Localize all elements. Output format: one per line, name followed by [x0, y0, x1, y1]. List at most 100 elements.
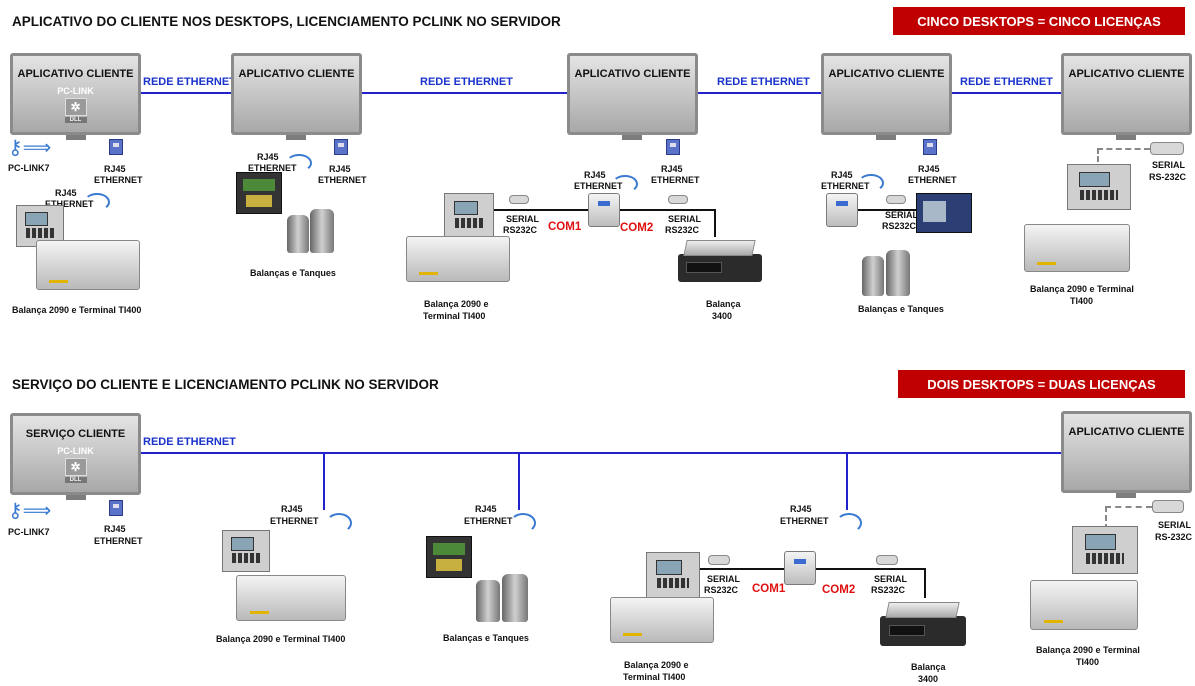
key-icon: ⚷⟹	[8, 137, 52, 159]
rj45-label: RJ45	[918, 164, 940, 174]
rs232c-label: RS232C	[503, 225, 538, 235]
network-label: REDE ETHERNET	[143, 76, 236, 88]
desktop-label: APLICATIVO CLIENTE	[238, 68, 355, 80]
desktop-label: APLICATIVO CLIENTE	[17, 68, 134, 80]
terminal-ti400-icon	[1067, 164, 1131, 210]
com-port-label: COM2	[822, 584, 856, 596]
rj45-label: RJ45	[661, 164, 683, 174]
device-caption: 3400	[918, 674, 939, 684]
tank-icon	[287, 215, 309, 253]
serial-converter-icon	[588, 193, 620, 227]
monitor-stand	[286, 135, 306, 140]
network-cable-icon	[836, 513, 862, 533]
rj45-port-icon	[109, 139, 123, 155]
server-label: SERVIÇO CLIENTE	[25, 428, 126, 440]
terminal-ti400-icon	[1072, 526, 1138, 574]
device-caption: Balança	[706, 299, 741, 309]
device-caption: Balança 2090 e Terminal TI400	[12, 305, 142, 315]
monitor-stand	[622, 135, 642, 140]
rs232-label: RS-232C	[1149, 172, 1187, 182]
monitor-stand	[1116, 493, 1136, 498]
key-label: PC-LINK7	[8, 163, 50, 173]
ethernet-drop-line	[518, 452, 520, 510]
pclink-dll-icon: PC-LINK ✲ DLL	[55, 86, 97, 123]
pclink-text: PC-LINK	[57, 446, 94, 456]
rj45-port-icon	[666, 139, 680, 155]
weight-indicator-icon	[916, 193, 972, 233]
rj45-label: RJ45	[329, 164, 351, 174]
rs232c-label: RS232C	[882, 221, 917, 231]
network-label: REDE ETHERNET	[960, 76, 1053, 88]
rj45-label: RJ45	[257, 152, 279, 162]
scale-2090-icon	[236, 575, 346, 621]
device-caption: TI400	[1070, 296, 1094, 306]
serial-cable-line	[924, 568, 926, 598]
rs232-label: RS-232C	[1155, 532, 1193, 542]
device-caption: TI400	[1076, 657, 1100, 667]
serial-cable-line	[620, 209, 714, 211]
serial-connector-icon	[708, 555, 730, 565]
tank-icon	[886, 250, 910, 296]
network-cable-icon	[84, 193, 110, 211]
section2-license-badge: DOIS DESKTOPS = DUAS LICENÇAS	[898, 370, 1185, 398]
rj45-label: RJ45	[281, 504, 303, 514]
serial-connector-icon	[886, 195, 906, 204]
serial-label: SERIAL	[506, 214, 540, 224]
tank-icon	[310, 209, 334, 253]
section1-title: APLICATIVO DO CLIENTE NOS DESKTOPS, LICE…	[12, 14, 561, 29]
network-label: REDE ETHERNET	[717, 76, 810, 88]
ethernet-label: ETHERNET	[908, 175, 957, 185]
ethernet-line	[361, 92, 567, 94]
serial-cable-line	[858, 209, 918, 211]
device-caption: Balanças e Tanques	[858, 304, 944, 314]
scale-2090-icon	[406, 236, 510, 282]
key-label: PC-LINK7	[8, 527, 50, 537]
dll-label: DLL	[64, 477, 87, 483]
network-cable-icon	[286, 154, 312, 172]
ethernet-label: ETHERNET	[94, 175, 143, 185]
desktop-monitor: APLICATIVO CLIENTE	[1061, 53, 1192, 135]
desktop-label: APLICATIVO CLIENTE	[828, 68, 945, 80]
ethernet-drop-line	[323, 452, 325, 510]
serial-cable-line	[472, 209, 588, 211]
tank-icon	[476, 580, 500, 622]
device-caption: 3400	[712, 311, 733, 321]
server-monitor: SERVIÇO CLIENTE PC-LINK ✲ DLL	[10, 413, 141, 495]
ethernet-drop-line	[846, 452, 848, 510]
rj45-label: RJ45	[104, 524, 126, 534]
scale-2090-icon	[1030, 580, 1138, 630]
tank-icon	[502, 574, 528, 622]
serial-label: SERIAL	[874, 574, 908, 584]
section1-license-badge: CINCO DESKTOPS = CINCO LICENÇAS	[893, 7, 1185, 35]
serial-label: SERIAL	[1158, 520, 1192, 530]
terminal-ti400-icon	[222, 530, 270, 572]
scale-3400-icon	[880, 616, 966, 646]
monitor-stand	[1116, 135, 1136, 140]
ethernet-label: ETHERNET	[821, 181, 870, 191]
serial-label: SERIAL	[1152, 160, 1186, 170]
serial-connector-icon	[876, 555, 898, 565]
serial-connector-icon	[509, 195, 529, 204]
ethernet-label: ETHERNET	[651, 175, 700, 185]
weight-indicator-icon	[426, 536, 472, 578]
device-caption: Balança	[911, 662, 946, 672]
ethernet-label: ETHERNET	[318, 175, 367, 185]
desktop-monitor: APLICATIVO CLIENTE	[567, 53, 698, 135]
ethernet-line	[141, 452, 1061, 454]
rj45-port-icon	[109, 500, 123, 516]
dll-label: DLL	[64, 117, 87, 123]
rj45-label: RJ45	[104, 164, 126, 174]
serial-cable-line	[1105, 506, 1152, 508]
ethernet-label: ETHERNET	[464, 516, 513, 526]
network-label: REDE ETHERNET	[420, 76, 513, 88]
scale-2090-icon	[36, 240, 140, 290]
serial-cable-line	[1097, 148, 1150, 150]
serial-converter-icon	[826, 193, 858, 227]
com-port-label: COM2	[620, 222, 654, 234]
scale-3400-icon	[678, 254, 762, 282]
section2-title: SERVIÇO DO CLIENTE E LICENCIAMENTO PCLIN…	[12, 377, 439, 392]
device-caption: Terminal TI400	[423, 311, 486, 321]
key-icon: ⚷⟹	[8, 500, 52, 522]
desktop-label: APLICATIVO CLIENTE	[1068, 68, 1185, 80]
scale-2090-icon	[610, 597, 714, 643]
